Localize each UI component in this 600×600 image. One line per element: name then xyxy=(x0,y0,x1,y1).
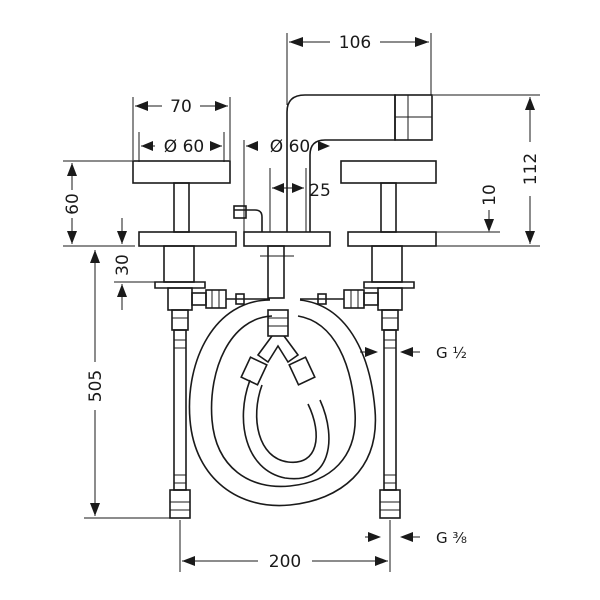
dim-label-200: 200 xyxy=(269,552,301,572)
loop-hose xyxy=(188,299,377,507)
left-supply-hose xyxy=(169,329,191,519)
dim-label-112: 112 xyxy=(521,153,541,185)
dim-label-30: 30 xyxy=(113,254,133,276)
dim-label-70: 70 xyxy=(170,97,192,117)
dim-label-60: 60 xyxy=(63,193,83,215)
dim-handle-height: 60 xyxy=(63,160,135,247)
dim-label-106: 106 xyxy=(339,33,371,53)
left-handle xyxy=(132,160,237,289)
dim-handle-width: 70 xyxy=(132,97,231,160)
dim-label-505: 505 xyxy=(86,370,106,402)
dim-label-g-three-eighths: G ⅜ xyxy=(436,529,467,547)
pop-up-rod xyxy=(233,205,263,232)
spout-base xyxy=(243,231,331,299)
dim-label-handle-diameter: Ø 60 xyxy=(164,137,204,157)
right-handle xyxy=(340,160,437,289)
left-valve-fittings xyxy=(167,287,270,331)
dim-label-10: 10 xyxy=(480,184,500,206)
right-valve-fittings xyxy=(300,287,403,331)
dim-label-25: 25 xyxy=(309,181,331,201)
dim-supply-length: 505 xyxy=(84,250,178,519)
dim-overall-height: 112 xyxy=(433,94,541,244)
dim-spout-reach: 106 xyxy=(286,33,432,105)
dim-spout-diameter: Ø 60 xyxy=(243,137,330,232)
dim-handle-diameter: Ø 60 xyxy=(138,132,225,162)
dim-rosette-height: 10 xyxy=(436,184,540,247)
dim-shank-top: 30 xyxy=(113,218,155,310)
dim-label-spout-diameter: Ø 60 xyxy=(270,137,310,157)
dim-spout-base: 25 xyxy=(269,168,331,232)
dim-connection-three-eighths: G ⅜ xyxy=(365,529,467,547)
right-supply-hose xyxy=(379,329,401,519)
spout xyxy=(286,94,433,232)
dim-centers: 200 xyxy=(179,520,391,572)
dim-connection-half: G ½ xyxy=(360,344,467,362)
y-connector xyxy=(240,309,316,386)
dim-label-g-half: G ½ xyxy=(436,344,467,362)
